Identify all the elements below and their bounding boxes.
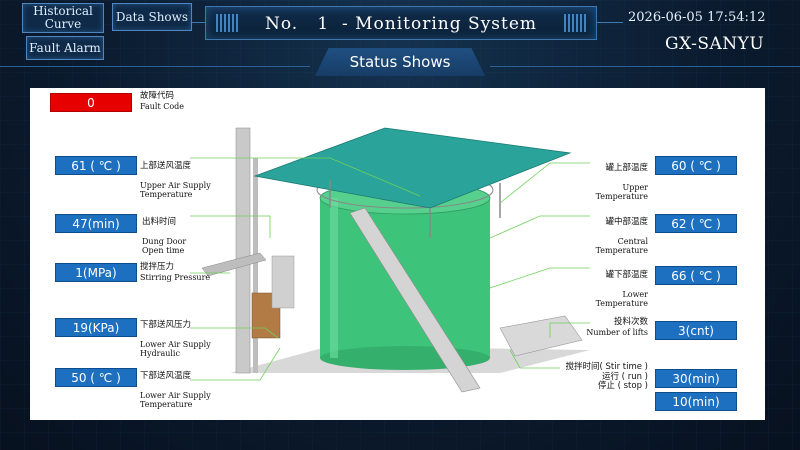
stirring-pressure-en: Stirring Pressure: [140, 272, 211, 282]
upper-temp-en: Upper Temperature: [595, 182, 648, 202]
header-decoration-right: [595, 22, 623, 23]
central-temp-cn: 罐中部温度: [605, 216, 648, 227]
stirring-pressure-label: 搅拌压力 Stirring Pressure: [140, 262, 211, 282]
number-of-lifts-value: 3(cnt): [655, 321, 737, 340]
fault-code-cn: 故障代码: [140, 91, 175, 101]
title-grill-left: [216, 14, 238, 32]
stir-time-label: 搅拌时间( Stir time ) 运行 ( run ) 停止 ( stop ): [550, 362, 648, 392]
dung-door-time-label: 出料时间 Dung Door Open time: [142, 208, 186, 265]
tower-ladder: [253, 158, 258, 373]
central-temp-value: 62 ( ℃ ): [655, 214, 737, 233]
datetime: 2026-06-05 17:54:12: [628, 10, 766, 25]
central-temp-en: Central Temperature: [595, 236, 648, 256]
lower-air-temp-cn: 下部送风温度: [140, 370, 192, 381]
dung-door-time-value: 47(min): [55, 214, 137, 233]
lower-temp-en: Lower Temperature: [595, 289, 648, 309]
lower-temp-cn: 罐下部温度: [605, 269, 648, 280]
fault-alarm-button[interactable]: Fault Alarm: [26, 36, 104, 60]
lower-air-pressure-en: Lower Air Supply Hydraulic: [140, 339, 211, 359]
stir-stop-label: 停止 ( stop ): [597, 381, 648, 391]
number-of-lifts-label: 投料次数 Number of lifts: [570, 317, 648, 337]
upper-temp-cn: 罐上部温度: [605, 162, 648, 173]
staircase: [349, 207, 481, 393]
composting-tank-illustration: [190, 127, 590, 393]
tank-highlight: [330, 198, 338, 358]
stir-run-value: 30(min): [655, 369, 737, 388]
stirring-pressure-value: 1(MPa): [55, 263, 137, 282]
header-decoration-left: [192, 22, 205, 23]
stir-stop-value: 10(min): [655, 392, 737, 411]
status-panel: 0 故障代码 Fault Code 61 ( ℃ ) 上部送风温度 Upper …: [30, 88, 765, 420]
lower-air-pressure-cn: 下部送风压力: [140, 319, 192, 330]
upper-air-temp-label: 上部送风温度 Upper Air Supply Temperature: [140, 152, 211, 209]
fault-alarm-label: Fault Alarm: [29, 40, 101, 55]
upper-air-temp-value: 61 ( ℃ ): [55, 156, 137, 175]
feeder-box: [499, 315, 583, 357]
lower-temp-value: 66 ( ℃ ): [655, 266, 737, 285]
subtitle-rule-left: [0, 66, 310, 67]
lower-air-temp-label: 下部送风温度 Lower Air Supply Temperature: [140, 362, 211, 419]
dung-door-time-cn: 出料时间: [142, 216, 177, 227]
roof: [253, 127, 572, 209]
lower-air-pressure-value: 19(KPa): [55, 318, 137, 337]
number-of-lifts-cn: 投料次数: [613, 317, 648, 327]
title-grill-right: [564, 14, 586, 32]
data-shows-label: Data Shows: [115, 9, 189, 24]
upper-air-temp-en: Upper Air Supply Temperature: [140, 180, 211, 200]
dung-door-time-en: Dung Door Open time: [142, 236, 187, 256]
leader-lines: [190, 157, 590, 381]
section-title: Status Shows: [315, 48, 485, 76]
lower-air-pressure-label: 下部送风压力 Lower Air Supply Hydraulic: [140, 311, 211, 368]
upper-air-temp-cn: 上部送风温度: [140, 160, 192, 171]
exhaust-tower: [235, 127, 251, 374]
fault-code-value: 0: [50, 93, 132, 112]
lower-air-temp-value: 50 ( ℃ ): [55, 368, 137, 387]
data-shows-button[interactable]: Data Shows: [112, 3, 192, 31]
brand-name: GX-SANYU: [665, 34, 765, 54]
fan-housing: [271, 255, 295, 309]
fault-code-label: 故障代码 Fault Code: [140, 91, 185, 111]
historical-curve-button[interactable]: Historical Curve: [22, 3, 104, 33]
fault-code-en: Fault Code: [140, 101, 185, 111]
upper-temp-label: 罐上部温度 Upper Temperature: [590, 154, 648, 211]
page-title: No. 1 - Monitoring System: [264, 14, 538, 34]
lower-temp-label: 罐下部温度 Lower Temperature: [590, 261, 648, 318]
title-frame: No. 1 - Monitoring System: [205, 6, 597, 40]
stir-run-label: 运行 ( run ): [601, 371, 648, 382]
subtitle-rule-right: [490, 66, 800, 67]
historical-curve-label: Historical Curve: [33, 4, 93, 31]
lower-air-temp-en: Lower Air Supply Temperature: [140, 390, 211, 410]
upper-temp-value: 60 ( ℃ ): [655, 156, 737, 175]
stirring-pressure-cn: 搅拌压力: [140, 262, 175, 272]
number-of-lifts-en: Number of lifts: [586, 327, 648, 337]
stir-time-title: 搅拌时间( Stir time ): [565, 362, 648, 372]
central-temp-label: 罐中部温度 Central Temperature: [590, 208, 648, 265]
